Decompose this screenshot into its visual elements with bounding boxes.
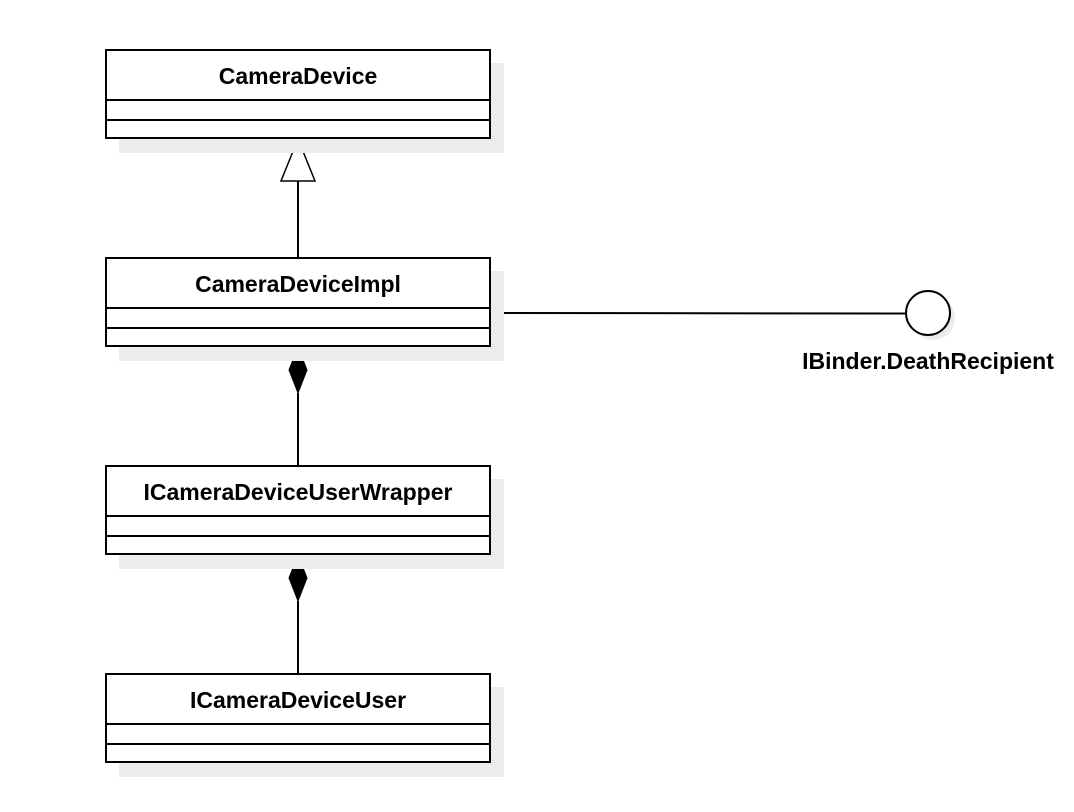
class-box — [105, 465, 491, 555]
class-box — [105, 49, 491, 139]
interface-ibinder-death-recipient[interactable]: IBinder.DeathRecipient — [802, 290, 1054, 374]
interface-name: IBinder.DeathRecipient — [802, 348, 1054, 374]
generalization-connector — [279, 137, 317, 257]
generalization-arrowhead — [279, 137, 317, 182]
class-box — [105, 673, 491, 763]
class-name: CameraDeviceImpl — [195, 271, 401, 297]
class-camera-device-impl[interactable]: CameraDeviceImpl — [105, 257, 504, 361]
class-name: CameraDevice — [219, 63, 378, 89]
interface-connector — [490, 312, 906, 315]
interface-lollipop-circle — [905, 290, 951, 336]
class-camera-device[interactable]: CameraDevice — [105, 49, 504, 153]
class-name: ICameraDeviceUser — [190, 687, 406, 713]
composition-connector-impl-wrapper — [288, 345, 308, 465]
class-icamera-device-user-wrapper[interactable]: ICameraDeviceUserWrapper — [105, 465, 504, 569]
interface-line — [490, 312, 906, 315]
class-icamera-device-user[interactable]: ICameraDeviceUser — [105, 673, 504, 777]
class-box — [105, 257, 491, 347]
class-name: ICameraDeviceUserWrapper — [144, 479, 453, 505]
composition-connector-wrapper-user — [288, 553, 308, 673]
